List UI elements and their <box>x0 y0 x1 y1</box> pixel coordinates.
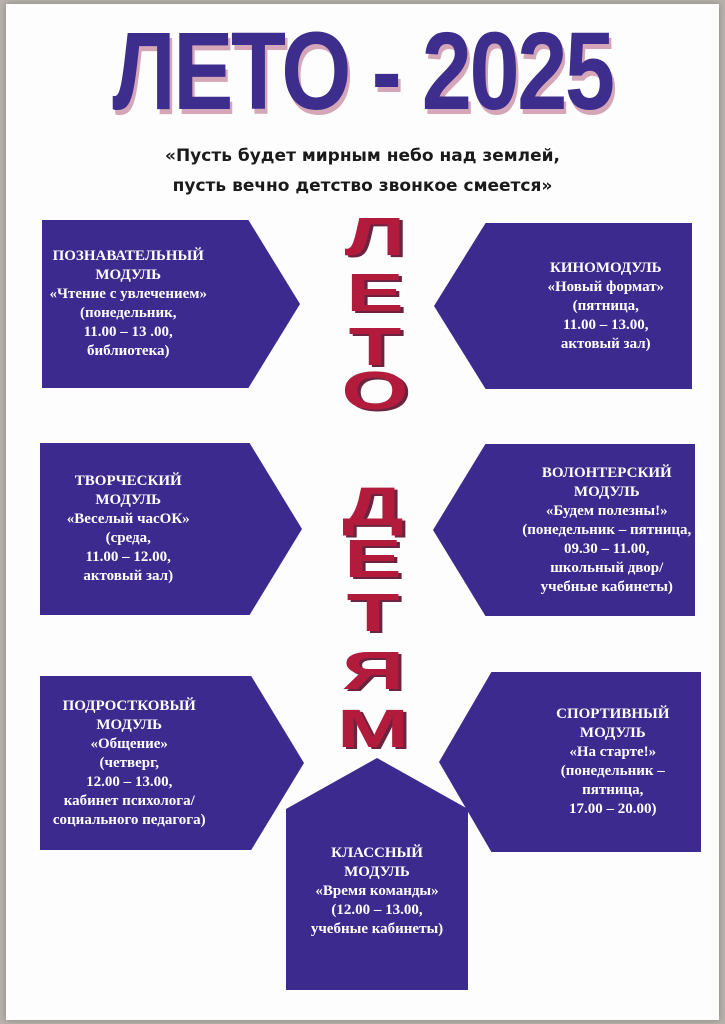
module-line: кабинет психолога/ <box>63 792 195 809</box>
module-line: МОДУЛЬ <box>96 716 163 733</box>
module-line: актовый зал) <box>560 335 651 352</box>
module-line: ПОЗНАВАТЕЛЬНЫЙ <box>52 248 204 264</box>
module-line: МОДУЛЬ <box>95 492 162 508</box>
module-line: социального педагога) <box>52 811 206 828</box>
module-line: актовый зал) <box>83 568 174 584</box>
module-line: «Время команды» <box>315 882 439 899</box>
module-line: ТВОРЧЕСКИЙ <box>74 473 182 489</box>
poster: ЛЕТО - 2025 «Пусть будет мирным небо над… <box>6 4 719 1020</box>
module-line: учебные кабинеты) <box>310 920 444 937</box>
module-line: учебные кабинеты) <box>540 578 673 595</box>
module-line: КЛАССНЫЙ <box>331 844 423 861</box>
module-line: КИНОМОДУЛЬ <box>549 259 662 276</box>
module-line: 11.00 – 13.00, <box>563 316 649 333</box>
module-teen: ПОДРОСТКОВЫЙ МОДУЛЬ «Общение» (четверг, … <box>40 676 304 850</box>
vertical-letter: О <box>341 361 409 421</box>
module-line: (четверг, <box>99 754 159 771</box>
module-line: 11.00 – 13 .00, <box>83 324 173 340</box>
vertical-letter: Т <box>346 583 400 643</box>
module-line: ВОЛОНТЕРСКИЙ <box>541 464 672 481</box>
module-line: (12.00 – 13.00, <box>331 901 423 918</box>
vertical-letter: Я <box>341 641 405 701</box>
module-line: МОДУЛЬ <box>95 267 162 283</box>
module-line: ПОДРОСТКОВЫЙ <box>62 697 196 714</box>
module-line: школьный двор/ <box>550 559 664 576</box>
module-line: 11.00 – 12.00, <box>85 549 171 565</box>
vertical-letter: Д <box>342 477 404 537</box>
subtitle-line-1: «Пусть будет мирным небо над землей, <box>164 146 561 166</box>
subtitle-line-2: пусть вечно детство звонкое смеется» <box>172 176 553 196</box>
module-line: СПОРТИВНЫЙ <box>556 706 670 722</box>
module-cognitive: ПОЗНАВАТЕЛЬНЫЙ МОДУЛЬ «Чтение с увлечени… <box>42 220 300 388</box>
module-line: 12.00 – 13.00, <box>86 773 173 790</box>
module-line: «На старте!» <box>569 744 657 760</box>
module-line: «Будем полезны!» <box>545 502 668 519</box>
module-line: (понедельник – пятница, <box>522 521 692 538</box>
module-line: (пятница, <box>572 297 639 314</box>
module-line: (понедельник, <box>79 305 177 321</box>
module-line: (понедельник – <box>560 763 665 779</box>
vertical-letter: Е <box>344 529 402 589</box>
module-line: (среда, <box>105 530 151 546</box>
module-line: «Новый формат» <box>547 278 665 295</box>
module-line: 17.00 – 20.00) <box>569 801 657 817</box>
module-line: 09.30 – 11.00, <box>564 540 650 557</box>
module-line: МОДУЛЬ <box>579 725 646 741</box>
vertical-letter: Е <box>346 263 404 323</box>
vertical-letter: М <box>337 699 409 759</box>
module-creative: ТВОРЧЕСКИЙ МОДУЛЬ «Веселый часОК» (среда… <box>40 443 302 615</box>
module-volunteer: ВОЛОНТЕРСКИЙ МОДУЛЬ «Будем полезны!» (по… <box>433 444 695 616</box>
vertical-letter: Т <box>348 317 402 377</box>
module-line: «Общение» <box>90 735 168 752</box>
module-sports: СПОРТИВНЫЙ МОДУЛЬ «На старте!» (понедель… <box>439 672 701 852</box>
module-line: библиотека) <box>86 343 170 359</box>
module-line: МОДУЛЬ <box>344 863 410 880</box>
vertical-letter: Л <box>344 207 406 267</box>
module-cinema: КИНОМОДУЛЬ «Новый формат» (пятница, 11.0… <box>434 223 692 389</box>
main-title: ЛЕТО - 2025 <box>112 10 615 133</box>
module-class: КЛАССНЫЙ МОДУЛЬ «Время команды» (12.00 –… <box>286 758 468 990</box>
module-line: пятница, <box>582 782 644 798</box>
module-line: «Чтение с увлечением» <box>49 286 207 302</box>
module-line: «Веселый часОК» <box>66 511 190 527</box>
module-line: МОДУЛЬ <box>573 483 640 500</box>
